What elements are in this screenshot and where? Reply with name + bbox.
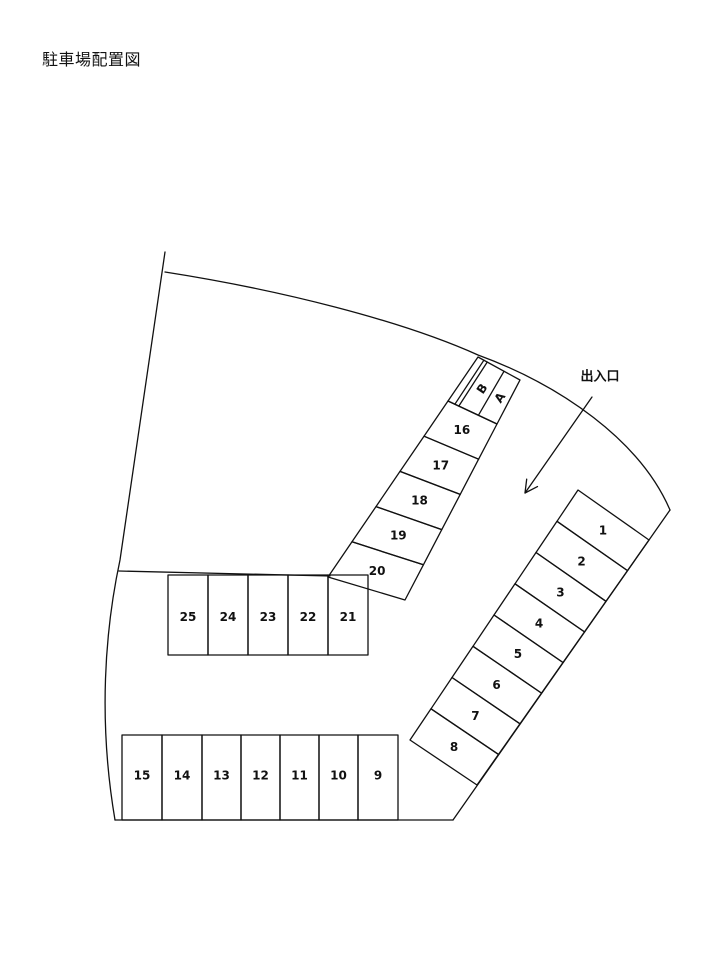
small-slot-divider (454, 359, 485, 405)
space-number-6: 6 (492, 678, 500, 692)
space-number-2: 2 (577, 554, 585, 568)
space-number-3: 3 (556, 585, 564, 599)
small-slot-divider (458, 361, 488, 407)
space-number-25: 25 (180, 610, 197, 624)
space-number-14: 14 (174, 769, 191, 783)
parking-space-20 (327, 541, 425, 601)
space-number-1: 1 (599, 524, 607, 538)
small-slot-label-b: B (474, 381, 491, 396)
space-number-17: 17 (432, 458, 449, 472)
space-number-4: 4 (535, 616, 543, 630)
entrance-label: 出入口 (580, 369, 619, 385)
space-number-9: 9 (374, 769, 382, 783)
entrance-arrow-head (524, 478, 539, 494)
space-number-13: 13 (213, 769, 230, 783)
parking-space-21 (327, 574, 369, 656)
space-number-10: 10 (330, 769, 347, 783)
space-number-20: 20 (369, 564, 386, 578)
space-number-21: 21 (340, 610, 357, 624)
space-number-7: 7 (471, 709, 479, 723)
space-number-11: 11 (291, 769, 308, 783)
parking-space-8 (409, 708, 500, 786)
entrance-arrow (524, 396, 593, 494)
space-number-22: 22 (300, 610, 317, 624)
space-number-23: 23 (260, 610, 277, 624)
lot-boundary-left (104, 251, 166, 821)
lot-boundary-top-curve (164, 271, 671, 511)
space-number-8: 8 (450, 740, 458, 754)
space-number-5: 5 (514, 647, 522, 661)
parking-space-9 (357, 734, 399, 821)
space-number-18: 18 (411, 494, 428, 508)
space-number-16: 16 (454, 423, 471, 437)
entrance-arrow-shaft (524, 396, 593, 494)
small-slot-divider (477, 370, 505, 416)
space-number-24: 24 (220, 610, 237, 624)
space-number-15: 15 (134, 769, 151, 783)
space-number-12: 12 (252, 769, 269, 783)
small-slot-block (447, 356, 521, 425)
small-slot-label-a: A (491, 389, 508, 405)
space-number-19: 19 (390, 529, 407, 543)
page-title: 駐車場配置図 (42, 50, 142, 69)
